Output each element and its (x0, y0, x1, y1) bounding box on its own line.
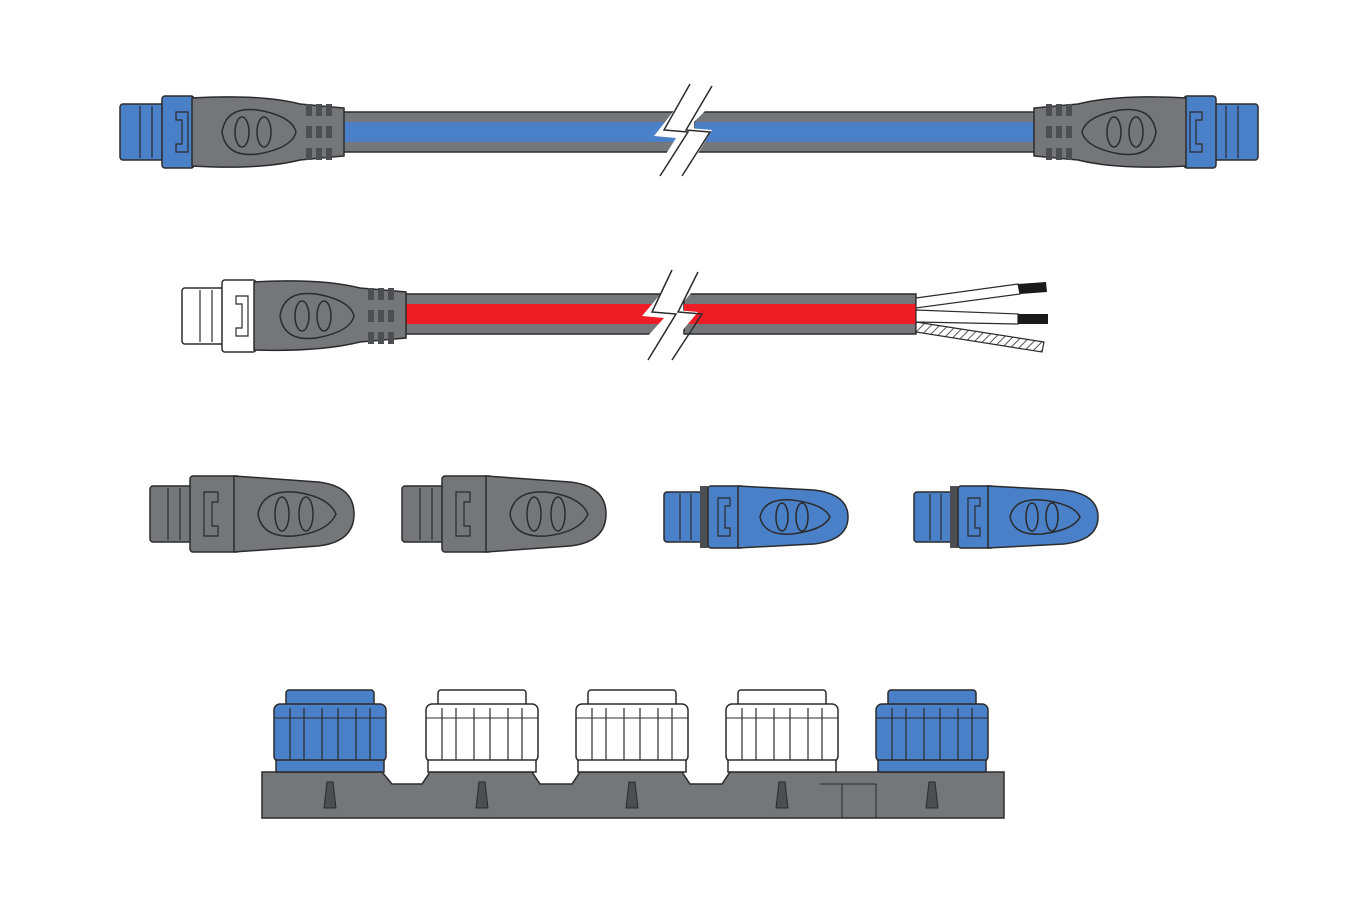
white-connector (181, 279, 407, 353)
bare-wires (915, 282, 1048, 353)
backbone-cable (119, 83, 1259, 177)
five-way-connector (261, 689, 1005, 819)
blue-cap-5 (875, 689, 989, 773)
key-marker (475, 781, 489, 809)
power-cable (181, 269, 1048, 361)
terminator-gray-2 (401, 475, 607, 553)
connector-caps (273, 689, 989, 809)
terminator-blue-2 (913, 485, 1099, 549)
key-marker (925, 781, 939, 809)
key-marker (625, 781, 639, 809)
key-marker (775, 781, 789, 809)
blue-connector-right (1033, 95, 1259, 169)
terminators (149, 475, 1099, 553)
white-cap-4 (725, 689, 839, 773)
white-cap-3 (575, 689, 689, 773)
terminator-blue-1 (663, 485, 849, 549)
terminator-gray-1 (149, 475, 355, 553)
white-cap-2 (425, 689, 539, 773)
key-marker (323, 781, 337, 809)
blue-cap-1 (273, 689, 387, 773)
blue-connector-left (119, 95, 345, 169)
backbone-cable-body (339, 83, 1041, 177)
power-cable-body (403, 269, 917, 361)
